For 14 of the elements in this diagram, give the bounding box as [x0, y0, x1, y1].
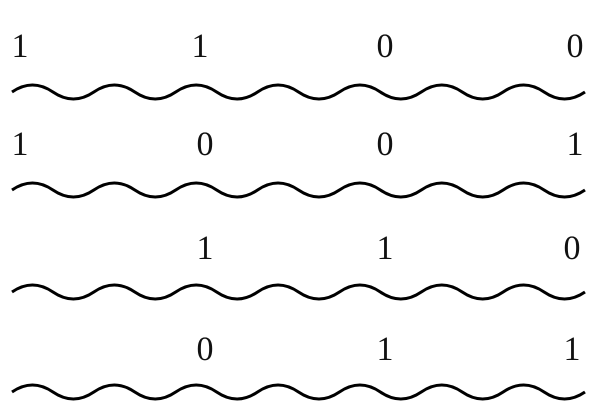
bit-digit: 1	[376, 232, 394, 266]
bit-digit: 1	[192, 30, 208, 64]
bit-digit: 0	[196, 128, 214, 162]
bit-digit: 0	[376, 128, 394, 162]
bit-digit: 1	[12, 128, 28, 162]
bit-digit: 1	[376, 333, 394, 367]
bit-digit: 0	[376, 30, 394, 64]
bit-digit: 1	[566, 128, 584, 162]
bit-digit: 0	[564, 232, 580, 266]
bit-digit: 1	[564, 333, 580, 367]
bit-digit: 1	[196, 232, 214, 266]
bit-digit: 0	[196, 333, 214, 367]
bit-digit: 0	[566, 30, 584, 64]
bit-digit: 1	[12, 30, 28, 64]
